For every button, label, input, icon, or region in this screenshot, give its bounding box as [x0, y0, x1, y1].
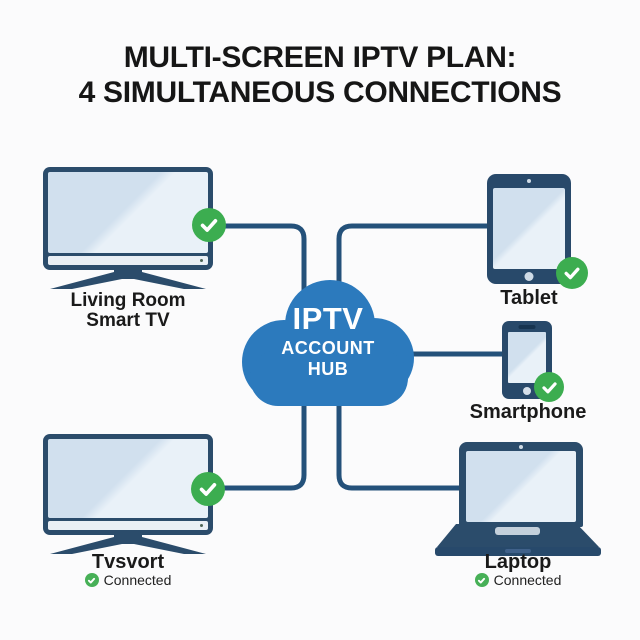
tablet-camera-dot	[527, 179, 531, 183]
label-line-1: Smartphone	[469, 401, 587, 423]
device-living-room-smart-tv	[43, 167, 226, 297]
hub-label-line-3: HUB	[307, 359, 349, 379]
hub-label-line-2: ACCOUNT	[281, 338, 375, 358]
laptop-screen-frame	[459, 442, 583, 527]
tv-stand	[50, 269, 206, 289]
tv-bottom-bar	[48, 521, 208, 530]
label-line-1: Tvsvort	[91, 551, 165, 573]
smartphone-home-button	[523, 387, 531, 395]
check-icon	[556, 257, 588, 289]
page-title: MULTI-SCREEN IPTV PLAN: 4 SIMULTANEOUS C…	[0, 40, 640, 110]
laptop-keyboard-base	[437, 524, 599, 547]
device-label-living-room-tv: Living Room Smart TV	[33, 291, 223, 331]
device-label-laptop: Laptop	[438, 551, 598, 573]
tv-screen	[48, 172, 208, 253]
device-tablet	[487, 174, 588, 289]
device-label-tablet: Tablet	[469, 287, 589, 309]
check-icon	[192, 208, 226, 242]
label-line-2: Smart TV	[86, 310, 170, 331]
device-smartphone	[502, 321, 568, 403]
check-icon	[534, 372, 564, 402]
label-line-1: Laptop	[484, 551, 552, 573]
tv-bottom-bar	[48, 256, 208, 265]
laptop-trackpad	[495, 527, 540, 535]
title-line-2: 4 SIMULTANEOUS CONNECTIONS	[78, 76, 562, 109]
connection-line-laptop	[336, 396, 462, 491]
device-tv-bottom	[43, 434, 225, 562]
tv-stand	[50, 534, 206, 554]
iptv-hub-cloud	[242, 280, 414, 406]
laptop-camera-dot	[519, 445, 523, 449]
connection-line-tv-top	[216, 223, 307, 300]
status-row-tv-bottom: Connected	[33, 572, 223, 588]
device-laptop	[433, 442, 603, 557]
hub-label-line-1: IPTV	[292, 301, 364, 336]
tv-frame	[43, 167, 213, 270]
status-label: Connected	[103, 572, 172, 588]
tv-frame	[43, 434, 213, 535]
label-line-1: Living Room	[70, 290, 186, 311]
hub-label: IPTV ACCOUNT HUB	[238, 302, 418, 380]
laptop-bottom-lip	[435, 547, 601, 556]
status-row-laptop: Connected	[438, 572, 598, 588]
status-label: Connected	[493, 572, 562, 588]
tv-indicator-dot	[200, 259, 203, 262]
connection-line-tv-bottom	[222, 396, 307, 491]
laptop-screen	[466, 451, 576, 522]
tv-screen	[48, 439, 208, 518]
tablet-home-button	[524, 272, 534, 281]
check-icon	[191, 472, 225, 506]
title-line-1: MULTI-SCREEN IPTV PLAN:	[123, 41, 517, 74]
tv-indicator-dot	[200, 524, 203, 527]
check-icon	[474, 573, 489, 587]
tablet-screen	[493, 188, 565, 269]
label-line-1: Tablet	[500, 287, 558, 309]
smartphone-speaker	[518, 325, 536, 329]
connection-line-tablet	[336, 223, 489, 300]
device-label-smartphone: Smartphone	[448, 401, 608, 423]
check-icon	[84, 573, 99, 587]
device-label-tv-bottom: Tvsvort	[33, 551, 223, 573]
laptop-lip-notch	[505, 549, 531, 553]
